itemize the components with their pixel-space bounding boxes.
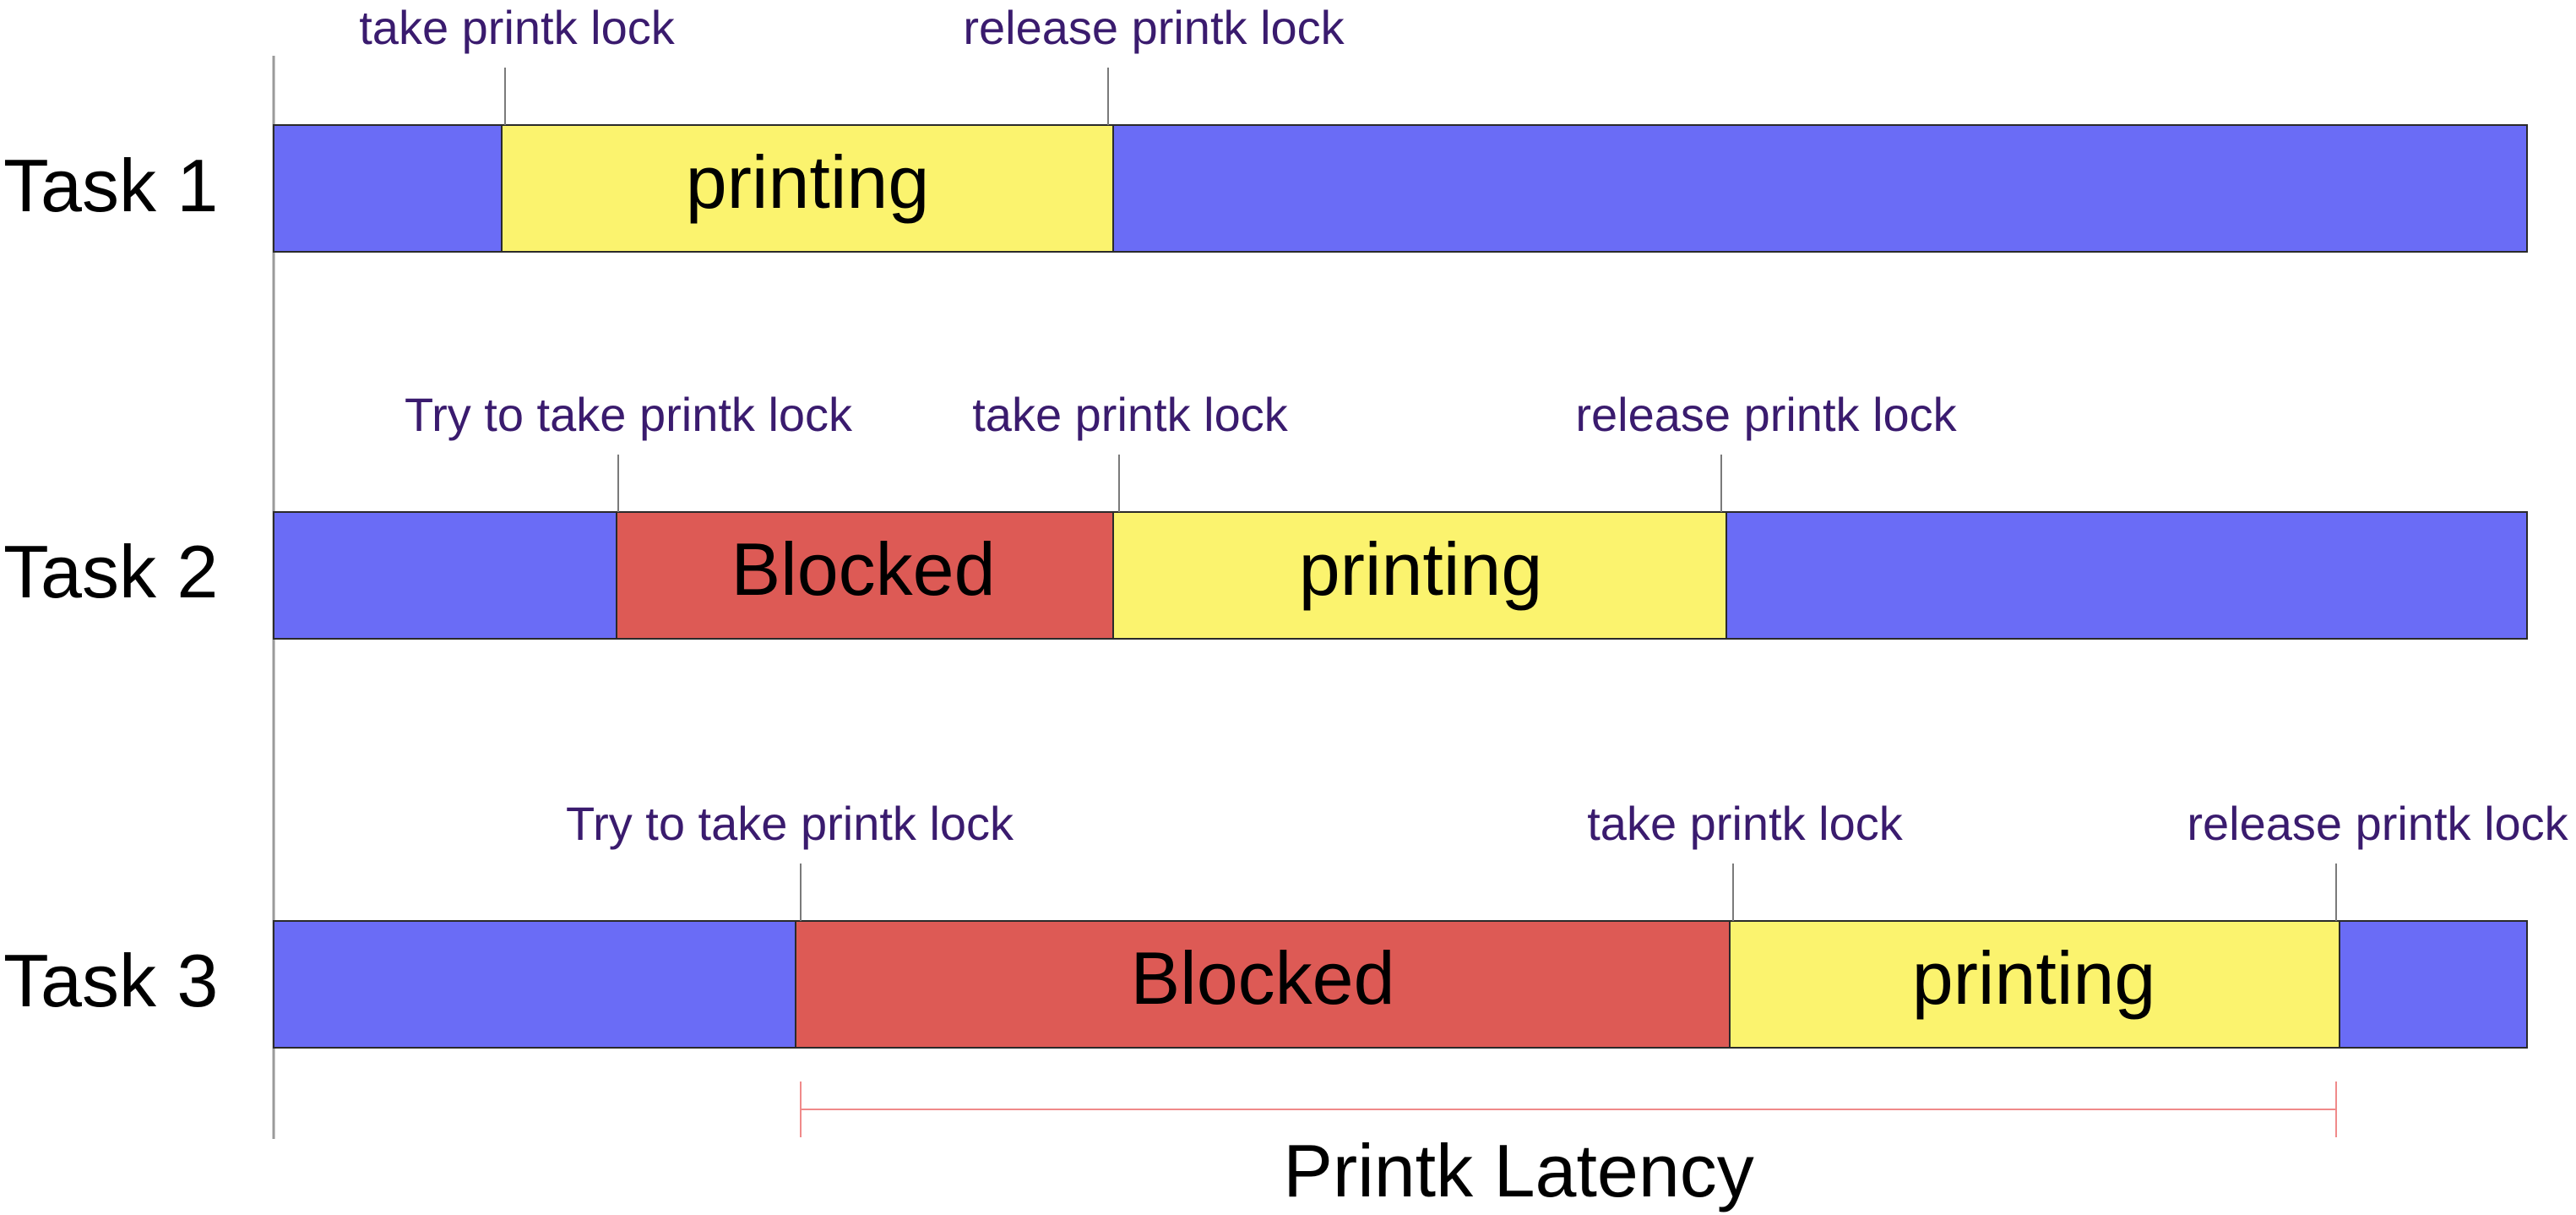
event-label: take printk lock: [359, 1, 675, 54]
printing-segment: [1112, 511, 1727, 640]
running-segment: [1112, 124, 2528, 253]
blocked-segment: [616, 511, 1114, 640]
task-row-1: Task 1 printing take printk lock release…: [3, 1, 2528, 253]
event-label: Try to take printk lock: [566, 797, 1014, 850]
event-label: take printk lock: [1587, 797, 1903, 850]
event-label: release printk lock: [2187, 797, 2568, 850]
task-label: Task 2: [3, 530, 218, 613]
event-label: Try to take printk lock: [405, 388, 853, 441]
event-label: release printk lock: [1575, 388, 1957, 441]
running-segment: [273, 920, 796, 1049]
task-row-2: Task 2 Blocked printing Try to take prin…: [3, 388, 2528, 640]
event-label: release printk lock: [963, 1, 1345, 54]
task-row-3: Task 3 Blocked printing Try to take prin…: [3, 797, 2569, 1049]
segment-label: Blocked: [731, 527, 995, 611]
printing-segment: [501, 124, 1114, 253]
segment-label: Blocked: [1130, 936, 1394, 1020]
segment-label: printing: [1912, 936, 2156, 1020]
segment-label: printing: [686, 140, 930, 224]
segment-label: printing: [1299, 527, 1543, 611]
task-label: Task 1: [3, 144, 218, 227]
running-segment: [2339, 920, 2528, 1049]
latency-bracket: Printk Latency: [800, 1082, 2337, 1212]
task-label: Task 3: [3, 939, 218, 1022]
event-label: take printk lock: [972, 388, 1288, 441]
running-segment: [273, 511, 617, 640]
blocked-segment: [795, 920, 1731, 1049]
running-segment: [273, 124, 503, 253]
running-segment: [1725, 511, 2528, 640]
printing-segment: [1729, 920, 2340, 1049]
latency-label: Printk Latency: [1283, 1129, 1754, 1212]
